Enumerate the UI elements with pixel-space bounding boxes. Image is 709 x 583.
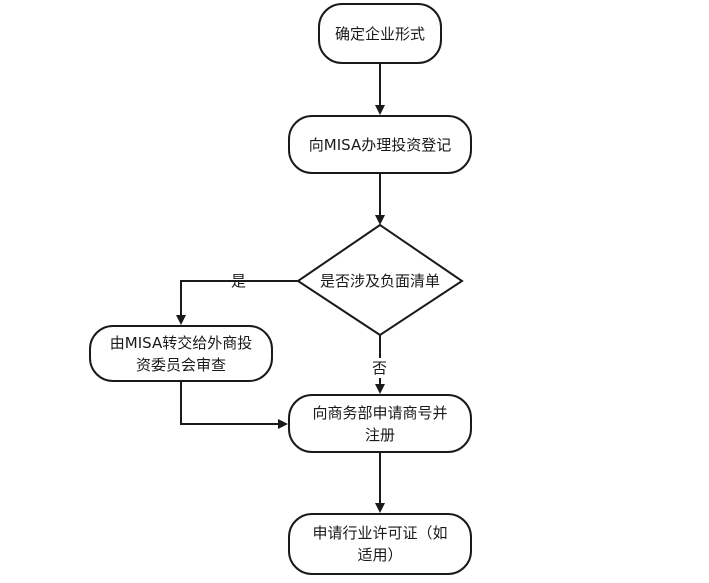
node-industry-license: 申请行业许可证（如适用） xyxy=(288,513,472,575)
decision-label: 是否涉及负面清单 xyxy=(319,272,440,290)
node-industry-license-label: 申请行业许可证（如适用） xyxy=(312,524,448,564)
node-moit-application-label: 向商务部申请商号并注册 xyxy=(312,403,448,444)
node-moit-application: 向商务部申请商号并注册 xyxy=(288,394,472,453)
edge-review-to-moit xyxy=(180,382,288,429)
node-determine-form: 确定企业形式 xyxy=(318,3,442,64)
edge-decision-yes-to-review xyxy=(176,280,298,325)
edge-label-no: 否 xyxy=(372,358,388,378)
node-misa-registration-label: 向MISA办理投资登记 xyxy=(308,135,452,154)
node-determine-form-label: 确定企业形式 xyxy=(334,24,425,43)
node-misa-review: 由MISA转交给外商投资委员会审查 xyxy=(89,325,273,382)
node-misa-registration: 向MISA办理投资登记 xyxy=(288,115,472,174)
node-misa-review-label: 由MISA转交给外商投资委员会审查 xyxy=(109,333,253,374)
edge-label-yes: 是 xyxy=(231,272,247,290)
